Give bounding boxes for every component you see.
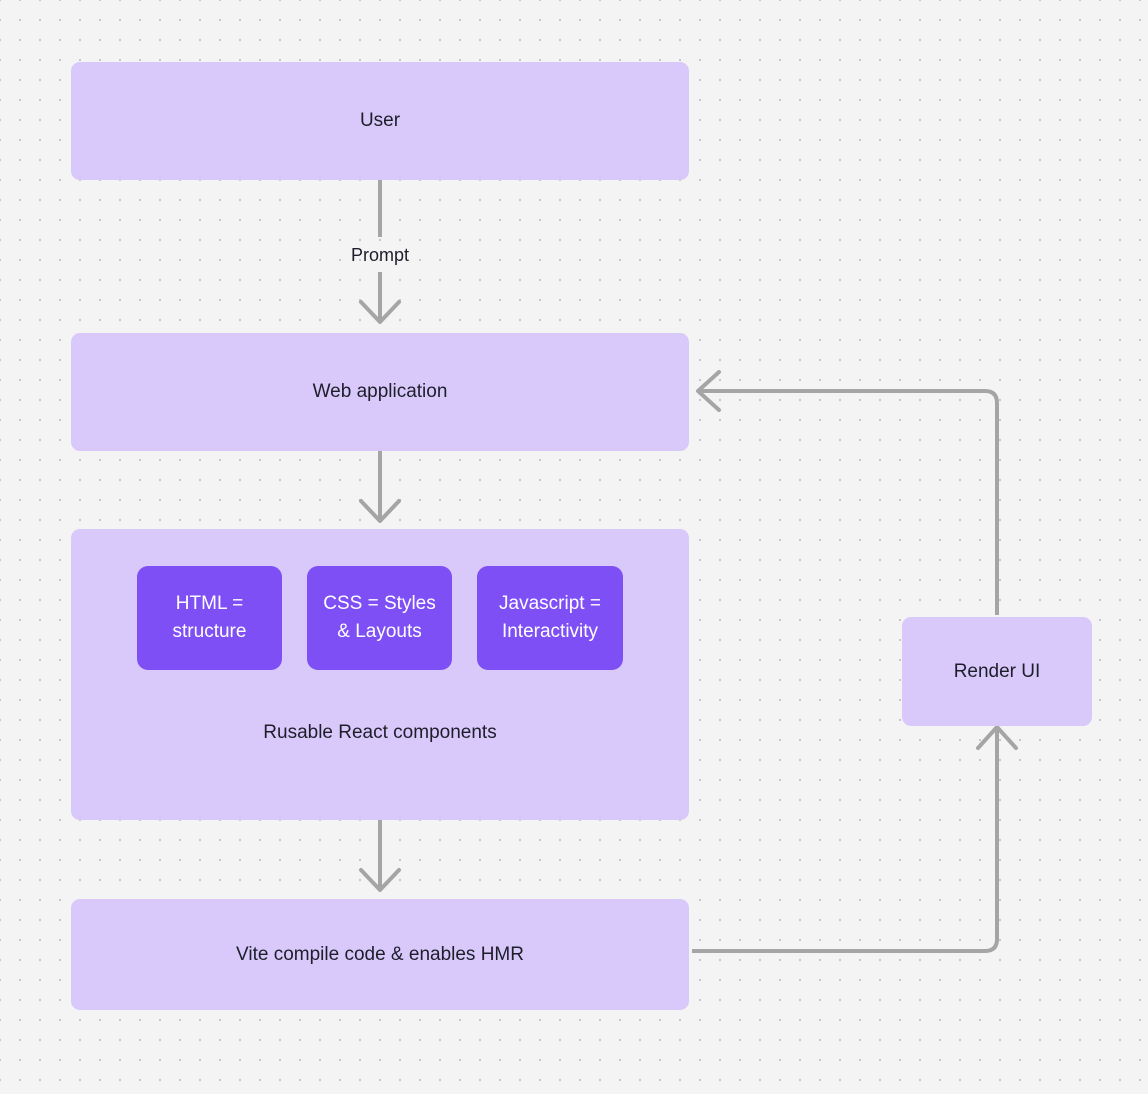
edge-render-ui-to-web-application (696, 370, 999, 615)
edge-label-prompt: Prompt (350, 245, 410, 265)
node-render-ui-label: Render UI (953, 660, 1041, 682)
chip-javascript[interactable]: Javascript = Interactivity (477, 566, 623, 670)
node-web-application[interactable]: Web application (71, 333, 689, 451)
chip-css-line2: & Layouts (337, 621, 422, 642)
chip-html-line1: HTML = (175, 592, 244, 614)
components-group-caption: Rusable React components (263, 722, 497, 743)
edge-components-to-vite (359, 820, 401, 892)
chip-css-line1: CSS = Styles (323, 592, 436, 614)
chip-html-line2: structure (172, 621, 247, 642)
node-components-group[interactable]: HTML = structure CSS = Styles & Layouts … (71, 529, 689, 820)
chip-html[interactable]: HTML = structure (137, 566, 282, 670)
chip-css[interactable]: CSS = Styles & Layouts (307, 566, 452, 670)
node-user[interactable]: User (71, 62, 689, 180)
edge-vite-to-render-ui (692, 725, 1018, 953)
chip-javascript-line1: Javascript = (499, 592, 601, 614)
node-vite-label: Vite compile code & enables HMR (236, 943, 524, 965)
node-user-label: User (359, 110, 401, 132)
node-web-application-label: Web application (312, 381, 448, 403)
node-render-ui[interactable]: Render UI (902, 617, 1092, 726)
edge-web-application-to-components (359, 451, 401, 523)
chip-javascript-line2: Interactivity (501, 621, 599, 642)
node-vite[interactable]: Vite compile code & enables HMR (71, 899, 689, 1010)
